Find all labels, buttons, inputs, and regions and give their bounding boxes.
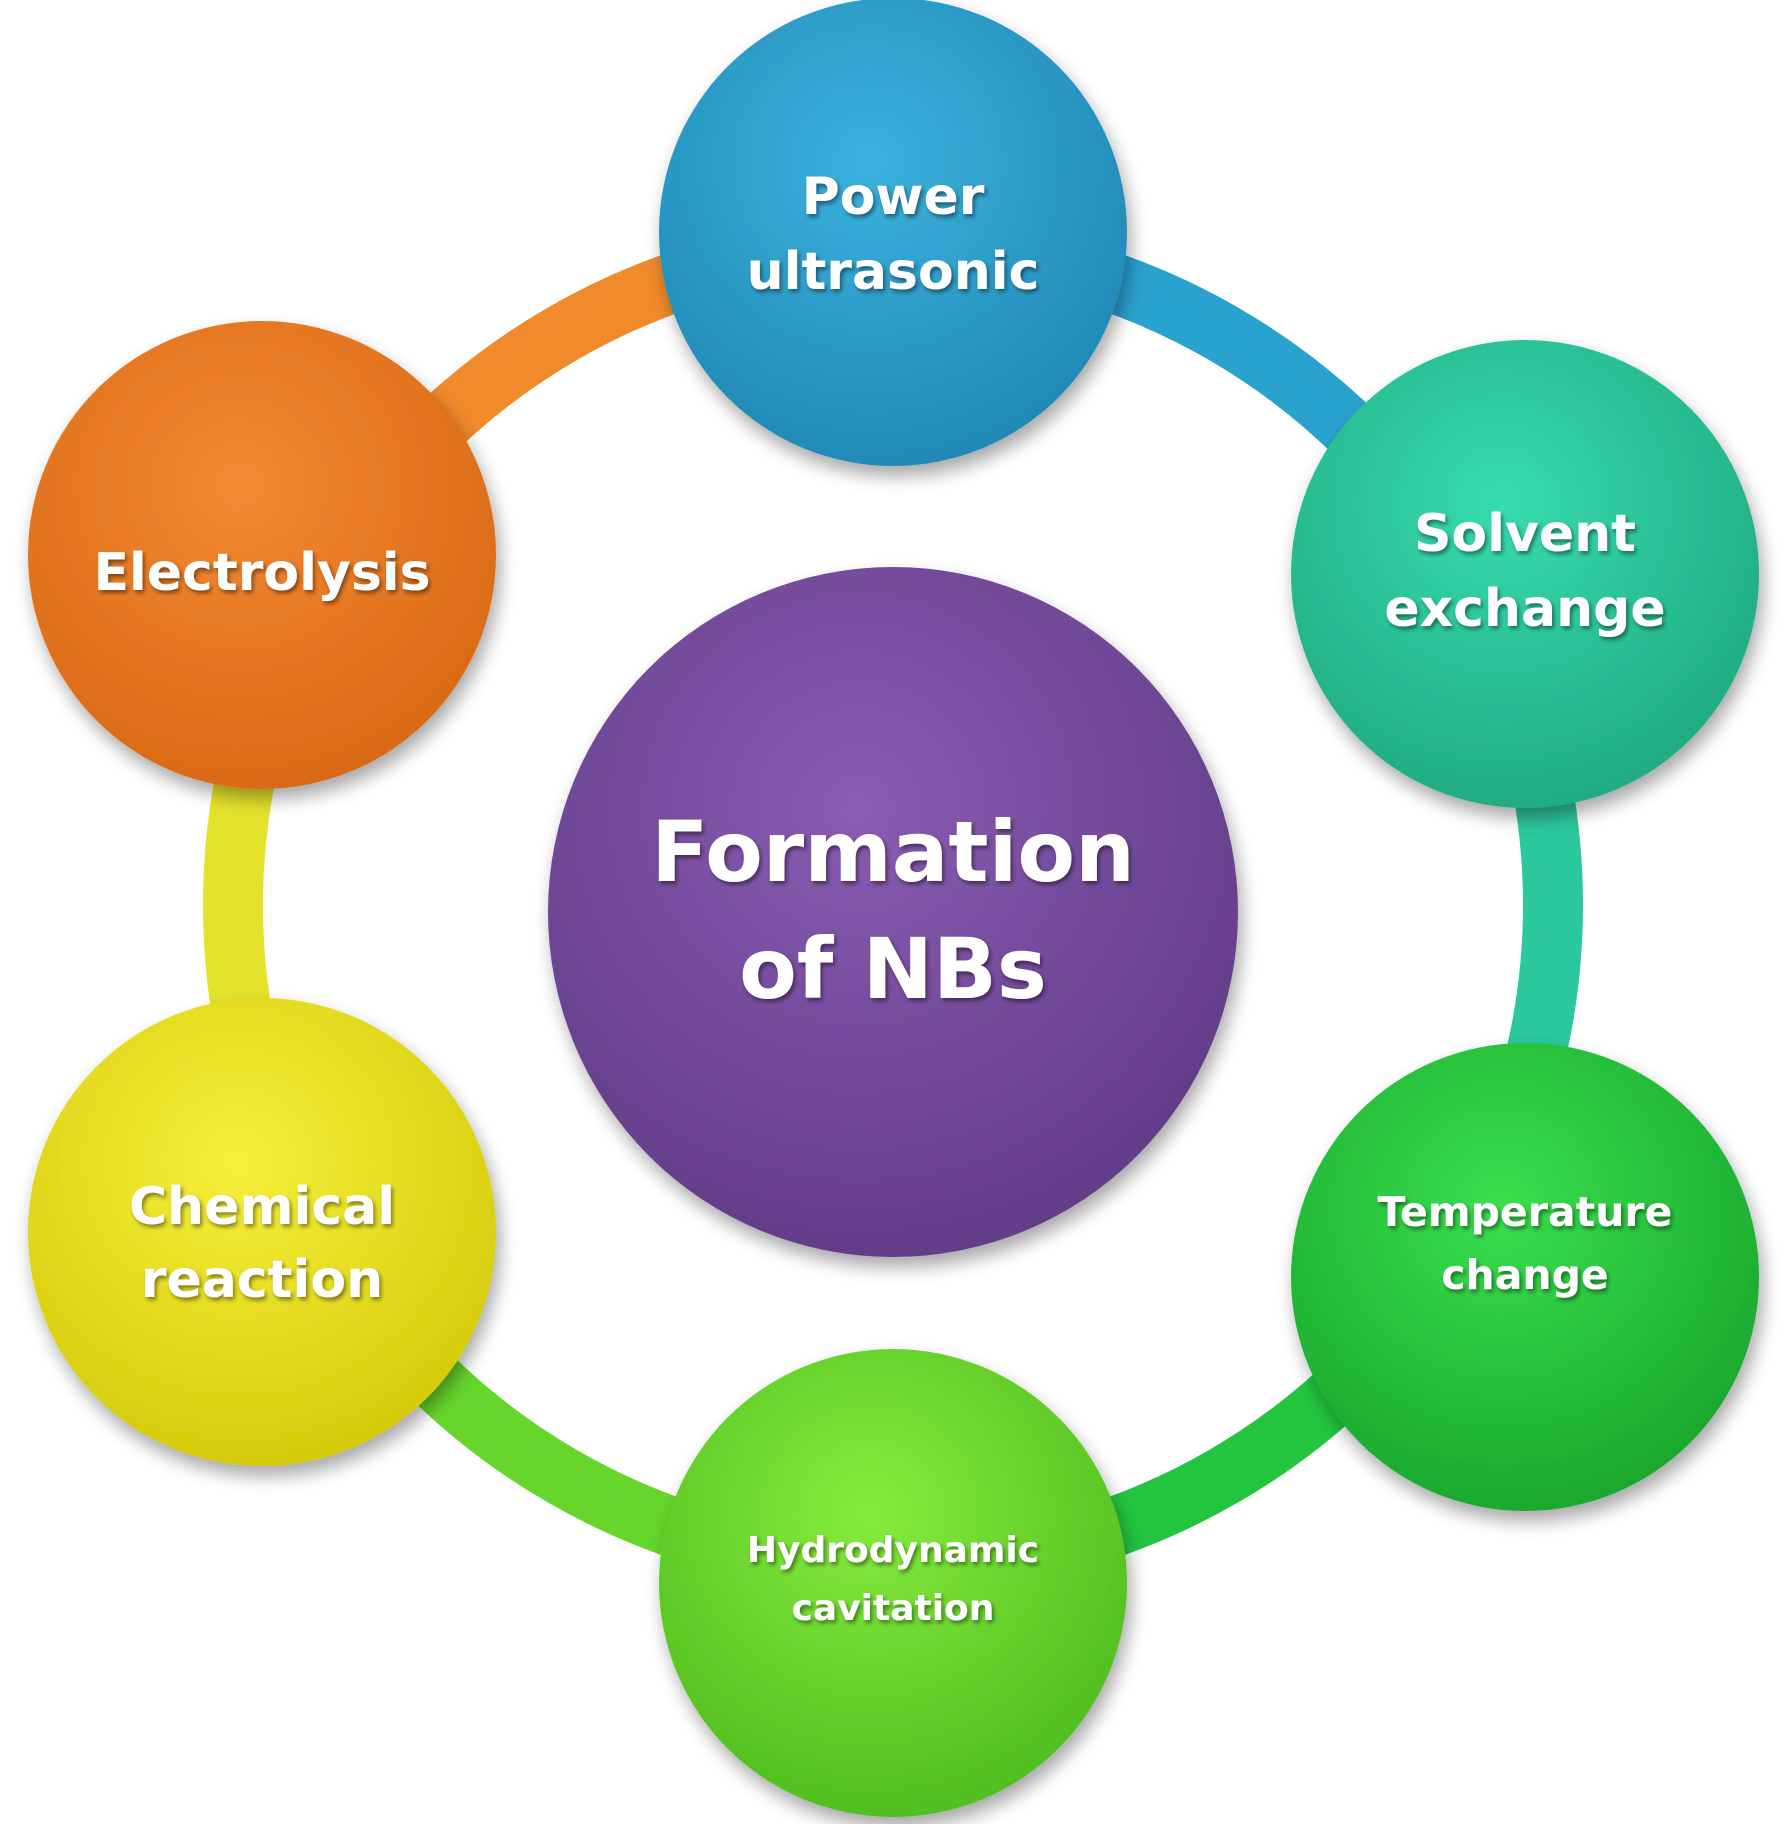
- node-temperature-change-circle: [1291, 1043, 1759, 1511]
- node-power-ultrasonic-circle: [659, 0, 1127, 466]
- center-label-line1: Formation: [651, 803, 1135, 901]
- center-node: [548, 567, 1238, 1257]
- center-label-line2: of NBs: [739, 920, 1047, 1018]
- node-chemical-reaction-line2: reaction: [141, 1250, 383, 1310]
- node-electrolysis-circle: [28, 321, 496, 789]
- node-solvent-exchange: Solvent exchange: [1291, 340, 1759, 808]
- node-solvent-exchange-circle: [1291, 340, 1759, 808]
- node-solvent-exchange-line1: Solvent: [1414, 504, 1636, 564]
- node-hydrodynamic-cavitation: Hydrodynamic cavitation: [659, 1349, 1127, 1817]
- node-hydrodynamic-cavitation-line1: Hydrodynamic: [747, 1530, 1039, 1571]
- node-temperature-change: Temperature change: [1291, 1043, 1759, 1511]
- node-power-ultrasonic-line1: Power: [802, 167, 985, 227]
- center-node-label: Formation of NBs: [651, 803, 1135, 1018]
- node-chemical-reaction: Chemical reaction: [28, 998, 496, 1466]
- node-temperature-change-line1: Temperature: [1378, 1188, 1673, 1236]
- center-node-circle: [548, 567, 1238, 1257]
- node-power-ultrasonic: Power ultrasonic: [659, 0, 1127, 466]
- node-temperature-change-line2: change: [1441, 1251, 1609, 1299]
- node-hydrodynamic-cavitation-line2: cavitation: [792, 1588, 995, 1629]
- node-electrolysis: Electrolysis: [28, 321, 496, 789]
- node-chemical-reaction-line1: Chemical: [129, 1177, 395, 1237]
- node-solvent-exchange-line2: exchange: [1384, 579, 1665, 639]
- node-electrolysis-line1: Electrolysis: [93, 543, 430, 603]
- node-hydrodynamic-cavitation-circle: [659, 1349, 1127, 1817]
- node-chemical-reaction-circle: [28, 998, 496, 1466]
- node-power-ultrasonic-line2: ultrasonic: [747, 242, 1040, 302]
